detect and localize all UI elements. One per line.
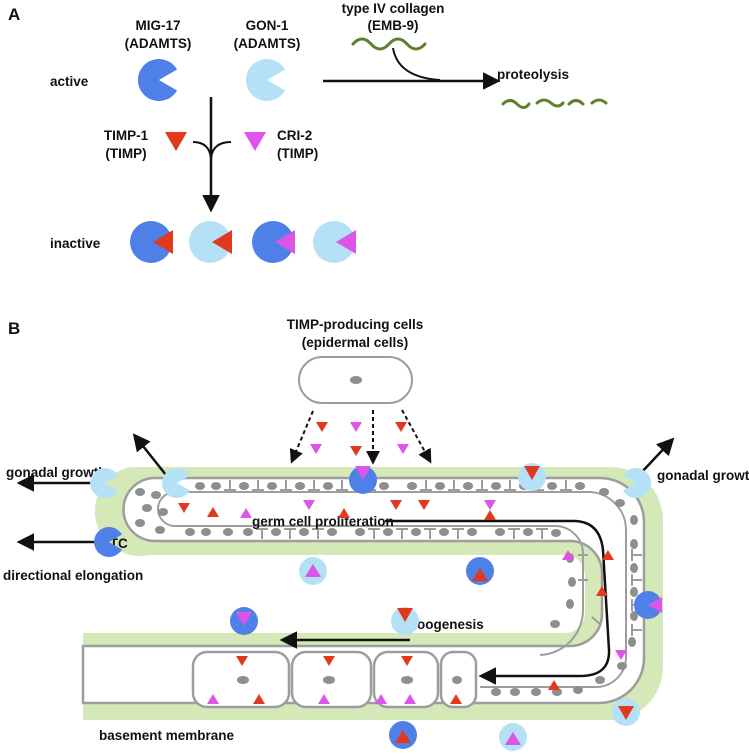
epidermal-cell-nucleus <box>350 376 362 384</box>
timp1-icon <box>602 550 614 560</box>
timp1-icon <box>418 500 430 510</box>
timp1-icon <box>484 510 496 520</box>
cri2-label: CRI-2 <box>277 128 312 143</box>
gon1-family-label: (ADAMTS) <box>234 36 301 51</box>
panel-a-label: A <box>8 5 20 24</box>
collagen-fragment <box>535 98 565 108</box>
timp1-icon <box>338 508 350 518</box>
mig17-label: MIG-17 <box>135 18 180 33</box>
gon1-timp1-complex <box>612 698 640 726</box>
inhibitor-merge-curve <box>192 141 232 159</box>
gonadal-growth-left-label: gonadal growth <box>6 465 107 480</box>
gonadal-growth-right-label: gonadal growth <box>657 468 749 483</box>
gon1-cri2-complex <box>299 557 327 585</box>
gonadal-growth-arrow-left <box>132 433 167 476</box>
gon1-cri2-complex <box>313 221 356 263</box>
membrane-enzymes <box>90 463 662 751</box>
panel-a: A MIG-17 (ADAMTS) GON-1 (ADAMTS) type IV… <box>8 1 608 263</box>
mig17-cri2-complex <box>634 591 662 619</box>
mig17-cri2-complex <box>230 607 258 635</box>
tissue-inhibitors <box>178 500 627 704</box>
cri2-secreted-icon <box>310 444 322 454</box>
gon1-enzyme-icon <box>90 468 118 498</box>
oogenesis-label: oogenesis <box>417 617 484 632</box>
timp1-icon <box>401 656 413 666</box>
mig17-timp1-complex <box>130 221 173 263</box>
basement-membrane-label: basement membrane <box>99 728 235 743</box>
panel-b: B TIMP-producing cells (epidermal cells) <box>3 317 749 751</box>
mig17-family-label: (ADAMTS) <box>125 36 192 51</box>
mig17-cri2-complex <box>252 221 295 263</box>
timp1-icon <box>253 694 265 704</box>
timp-cells-label: TIMP-producing cells <box>287 317 424 332</box>
cri2-icon <box>375 694 387 704</box>
oocytes <box>191 650 478 709</box>
gon1-timp1-complex <box>391 607 419 635</box>
proliferation-arrow <box>385 519 611 685</box>
timp1-icon <box>548 680 560 690</box>
timp1-icon <box>323 656 335 666</box>
timp-cells-sub-label: (epidermal cells) <box>302 335 409 350</box>
timp1-inhibitor-icon <box>165 132 187 151</box>
cri2-icon <box>562 550 574 560</box>
timp1-icon <box>236 656 248 666</box>
gon1-timp1-complex <box>189 221 232 263</box>
collagen-fragment <box>567 99 585 106</box>
cri2-family-label: (TIMP) <box>277 146 318 161</box>
germ-cell-nuclei <box>135 482 638 696</box>
collagen-fiber <box>351 37 427 51</box>
gon1-enzyme-icon <box>623 468 651 499</box>
secretion-arrow <box>289 410 314 464</box>
secretion-arrow <box>401 409 432 464</box>
gon1-timp1-complex <box>518 463 546 491</box>
collagen-merge-curve <box>392 47 441 81</box>
cri2-secreted-icon <box>350 422 362 432</box>
timp1-family-label: (TIMP) <box>105 146 146 161</box>
timp1-icon <box>178 503 190 513</box>
gon1-enzyme-icon <box>162 468 190 498</box>
directional-elongation-label: directional elongation <box>3 568 143 583</box>
collagen-fragment <box>590 98 608 105</box>
cri2-icon <box>615 650 627 660</box>
inactive-label: inactive <box>50 236 101 251</box>
gon1-cri2-complex <box>499 723 527 751</box>
cri2-icon <box>318 694 330 704</box>
cri2-icon <box>404 694 416 704</box>
gon1-label: GON-1 <box>246 18 289 33</box>
cri2-icon <box>207 694 219 704</box>
collagen-sub-label: (EMB-9) <box>368 18 419 33</box>
mig17-timp1-complex <box>466 557 494 585</box>
proteolysis-label: proteolysis <box>497 67 569 82</box>
gonadal-growth-arrow-right <box>639 437 675 475</box>
collagen-fragment <box>501 99 531 109</box>
cri2-icon <box>303 500 315 510</box>
mig17-cri2-complex <box>349 466 377 494</box>
active-label: active <box>50 74 89 89</box>
cri2-secreted-icon <box>397 444 409 454</box>
cri2-icon <box>240 508 252 518</box>
timp1-secreted-icon <box>316 422 328 432</box>
timp1-icon <box>596 586 608 596</box>
collagen-label: type IV collagen <box>342 1 445 16</box>
timp1-icon <box>450 694 462 704</box>
timp1-icon <box>207 507 219 517</box>
cri2-icon <box>484 500 496 510</box>
germ-cell-proliferation-label: germ cell proliferation <box>252 514 394 529</box>
gon1-active-icon <box>245 59 286 101</box>
timp1-label: TIMP-1 <box>104 128 149 143</box>
timp1-secreted-icon <box>395 422 407 432</box>
mig17-enzyme-icon <box>94 527 122 558</box>
panel-b-label: B <box>8 319 20 338</box>
mig17-timp1-complex <box>389 721 417 749</box>
cri2-inhibitor-icon <box>244 132 266 151</box>
timp1-secreted-icon <box>350 446 362 456</box>
timp1-icon <box>390 500 402 510</box>
mig17-active-icon <box>137 59 178 102</box>
